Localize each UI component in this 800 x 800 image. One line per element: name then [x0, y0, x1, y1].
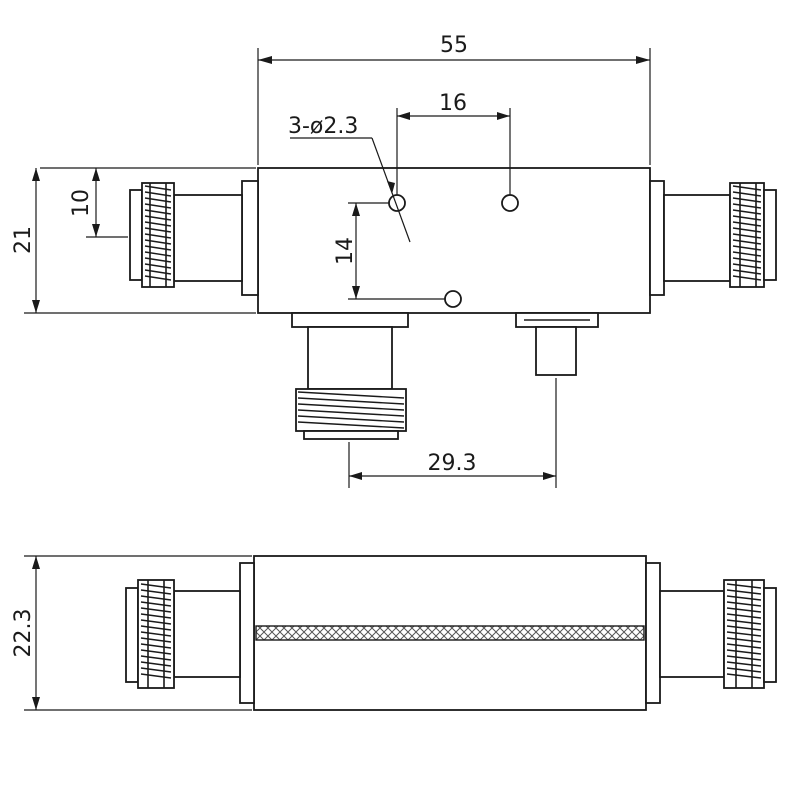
left-connector-top: [129, 180, 259, 296]
side-view: 22.3: [11, 555, 777, 711]
dim-22-3: 22.3: [11, 555, 252, 711]
dim-29-3-label: 29.3: [428, 451, 477, 476]
mounting-hole-1: [388, 194, 406, 212]
side-seam: [255, 625, 645, 641]
dim-22-3-label: 22.3: [11, 609, 36, 658]
mounting-hole-2: [501, 194, 519, 212]
bottom-port-top: [515, 312, 599, 376]
dim-10-label: 10: [69, 189, 94, 217]
dim-16-label: 16: [439, 91, 467, 116]
right-connector-top: [649, 180, 777, 296]
dim-10: 10: [40, 167, 256, 238]
right-connector-side: [645, 562, 777, 704]
dim-55-label: 55: [440, 33, 468, 58]
top-body: [257, 167, 651, 314]
dim-29-3: 29.3: [348, 378, 557, 488]
dim-21: 21: [11, 168, 256, 314]
bottom-connector-top: [291, 312, 409, 440]
dim-16: 16: [396, 91, 511, 195]
dim-14: 14: [333, 202, 445, 300]
hole-callout: 3-ø2.3: [288, 114, 411, 243]
dim-55: 55: [257, 33, 651, 165]
mounting-hole-3: [444, 290, 462, 308]
dim-21-label: 21: [11, 226, 36, 254]
dim-14-label: 14: [333, 237, 358, 265]
hole-callout-label: 3-ø2.3: [288, 114, 358, 139]
left-connector-side: [125, 562, 255, 704]
top-view: 55 16 3-ø2.3 10: [11, 33, 777, 488]
